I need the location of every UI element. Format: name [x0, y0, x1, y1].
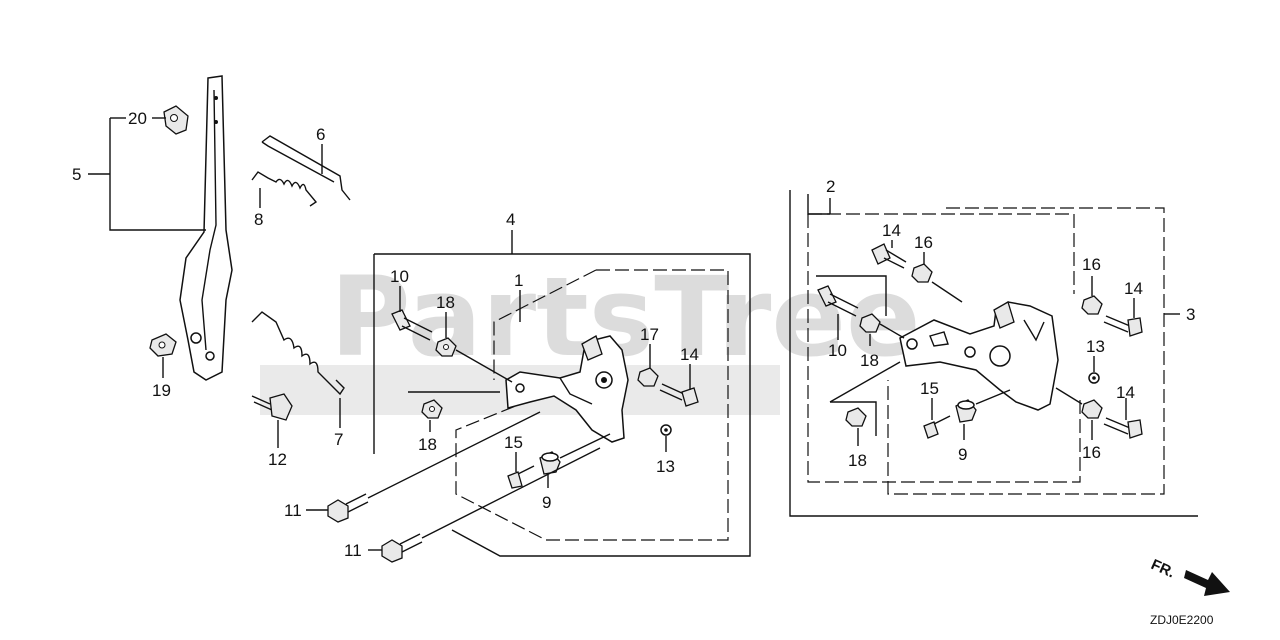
bracket-4: [374, 253, 751, 557]
leader-16c-plate: [1055, 387, 1083, 405]
part-13-washer-b: [1088, 372, 1100, 384]
arrow-right-down-icon: [1184, 570, 1230, 596]
part-13-washer-a: [660, 424, 672, 436]
dashed-box-1: [455, 269, 729, 541]
bracket-10b: [816, 275, 887, 316]
part-10-bolt-b: [817, 285, 859, 317]
callout-16c: 16: [1082, 443, 1101, 462]
leader-2-stub: [807, 194, 830, 215]
part-15-screw-a: [507, 465, 535, 489]
dashed-box-2-top: [808, 213, 1075, 294]
callout-8: 8: [254, 210, 263, 229]
callout-18a: 18: [436, 293, 455, 312]
callout-18c: 18: [860, 351, 879, 370]
diagram-code: ZDJ0E2200: [1150, 613, 1214, 627]
part-16-nut-b: [1081, 295, 1103, 315]
callout-4: 4: [506, 210, 515, 229]
front-label: FR.: [1148, 556, 1177, 581]
callout-10b: 10: [828, 341, 847, 360]
part-16-nut-c: [1081, 399, 1103, 419]
part-14-bolt-a: [659, 383, 699, 407]
callout-11b: 11: [344, 541, 362, 560]
leader-9b-plate: [975, 389, 1011, 405]
callout-14c: 14: [1124, 279, 1143, 298]
callout-11a: 11: [284, 501, 302, 520]
part-6-rod: [261, 135, 351, 201]
part-18-nut-c: [859, 313, 881, 333]
part-5-lever: [179, 75, 233, 381]
leader-16a-plate: [931, 281, 963, 303]
part-1-control-plate: [505, 335, 629, 443]
part-8-spring: [251, 171, 318, 207]
part-19-nut: [149, 333, 177, 357]
part-15-screw-b: [923, 415, 951, 439]
part-18-nut-a: [435, 337, 457, 357]
callout-9b: 9: [958, 445, 967, 464]
leader-11a-plate: [367, 411, 541, 499]
callout-1: 1: [514, 271, 523, 290]
callout-13a: 13: [656, 457, 675, 476]
part-11-bolt-lower: [381, 533, 423, 563]
part-18-nut-b: [421, 399, 443, 419]
callout-14a: 14: [680, 345, 699, 364]
callout-18d: 18: [848, 451, 867, 470]
leader-18d-plate: [829, 361, 901, 403]
part-18-nut-d: [845, 407, 867, 427]
part-7-spring: [251, 311, 345, 396]
leader-18c-plate: [879, 323, 905, 339]
leader-11b-plate: [421, 447, 601, 539]
part-9-collar-b: [955, 399, 977, 423]
callout-16a: 16: [914, 233, 933, 252]
callout-10a: 10: [390, 267, 409, 286]
callout-12: 12: [268, 450, 287, 469]
leader-9a-plate: [559, 433, 611, 459]
part-14-bolt-b: [871, 243, 907, 269]
part-10-bolt: [391, 309, 433, 341]
callout-19: 19: [152, 381, 171, 400]
callout-13b: 13: [1086, 337, 1105, 356]
dashed-box-3: [887, 207, 1165, 495]
callout-20: 20: [128, 109, 147, 128]
callout-15b: 15: [920, 379, 939, 398]
part-14-bolt-c: [1103, 315, 1143, 337]
part-11-bolt-upper: [327, 493, 369, 523]
callout-3: 3: [1186, 305, 1195, 324]
callout-9a: 9: [542, 493, 551, 512]
bracket-5: [109, 118, 206, 231]
part-9-collar-a: [539, 451, 561, 475]
callout-6: 6: [316, 125, 325, 144]
part-2-control-plate: [899, 301, 1059, 411]
callout-15a: 15: [504, 433, 523, 452]
part-20-clip: [163, 105, 189, 135]
callout-17: 17: [640, 325, 659, 344]
callout-5: 5: [72, 165, 81, 184]
bracket-2-outer: [789, 190, 1198, 517]
part-14-bolt-d: [1103, 417, 1143, 439]
bracket-18d: [830, 401, 877, 436]
callout-14b: 14: [882, 221, 901, 240]
callout-16b: 16: [1082, 255, 1101, 274]
leader-18a-plate: [455, 349, 513, 383]
front-direction: FR.: [1148, 556, 1230, 596]
callout-7: 7: [334, 430, 343, 449]
callout-2: 2: [826, 177, 835, 196]
dashed-box-1-top: [493, 269, 597, 380]
callout-14d: 14: [1116, 383, 1135, 402]
part-12-bolt: [251, 393, 293, 421]
callout-18b: 18: [418, 435, 437, 454]
dashed-box-2: [807, 214, 1081, 483]
watermark: PartsTree: [330, 253, 921, 381]
